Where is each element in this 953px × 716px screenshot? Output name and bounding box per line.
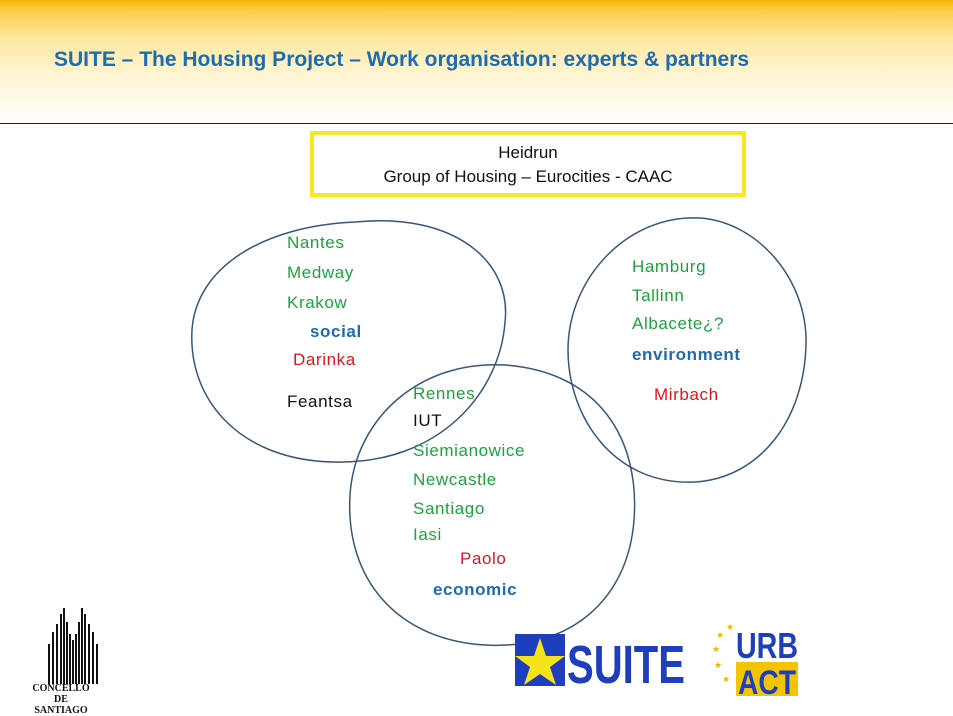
urbact-logo-bottom: ACT: [738, 664, 796, 698]
urbact-logo-icon: ★ ★ ★ ★ ★ URB ACT: [712, 622, 798, 698]
header-band: [0, 0, 953, 124]
partner-siemianowice: Siemianowice: [413, 441, 526, 460]
svg-text:★: ★: [714, 660, 722, 670]
economic-circle: [348, 364, 636, 647]
suite-logo-text: SUITE: [567, 635, 685, 692]
expert-darinka: Darinka: [293, 350, 356, 369]
cathedral-logo-icon: [48, 608, 98, 684]
partner-iasi: Iasi: [413, 525, 442, 544]
social-circle: [191, 220, 507, 463]
slide-title: SUITE – The Housing Project – Work organ…: [54, 48, 750, 71]
partner-albacete: Albacete¿?: [632, 314, 724, 333]
coordinator-name: Heidrun: [498, 143, 558, 162]
expert-paolo: Paolo: [460, 549, 507, 568]
theme-social: social: [310, 322, 362, 341]
svg-text:★: ★: [712, 644, 720, 654]
partner-hamburg: Hamburg: [632, 257, 707, 276]
partner-rennes: Rennes: [413, 384, 476, 403]
partner-krakow: Krakow: [287, 293, 348, 312]
expert-mirbach: Mirbach: [654, 385, 719, 404]
partner-newcastle: Newcastle: [413, 470, 497, 489]
partner-santiago: Santiago: [413, 499, 485, 518]
coordination-box: Heidrun Group of Housing – Eurocities - …: [310, 131, 746, 197]
theme-environment: environment: [632, 345, 741, 364]
svg-text:★: ★: [722, 674, 730, 684]
suite-logo-icon: SUITE: [515, 634, 685, 692]
coordination-groups: Group of Housing – Eurocities - CAAC: [383, 167, 673, 186]
svg-text:★: ★: [726, 622, 734, 632]
partner-nantes: Nantes: [287, 233, 345, 252]
partner-feantsa: Feantsa: [287, 392, 353, 411]
partner-iut: IUT: [413, 411, 443, 430]
venn-diagram: [191, 217, 807, 647]
partner-tallinn: Tallinn: [632, 286, 685, 305]
concello-logo-text: CONCELLO DE SANTIAGO: [32, 683, 90, 716]
svg-text:★: ★: [716, 630, 724, 640]
partner-medway: Medway: [287, 263, 354, 282]
environment-circle: [567, 217, 807, 483]
theme-economic: economic: [433, 580, 518, 599]
urbact-logo-top: URB: [736, 625, 798, 666]
header-divider: [0, 123, 953, 124]
